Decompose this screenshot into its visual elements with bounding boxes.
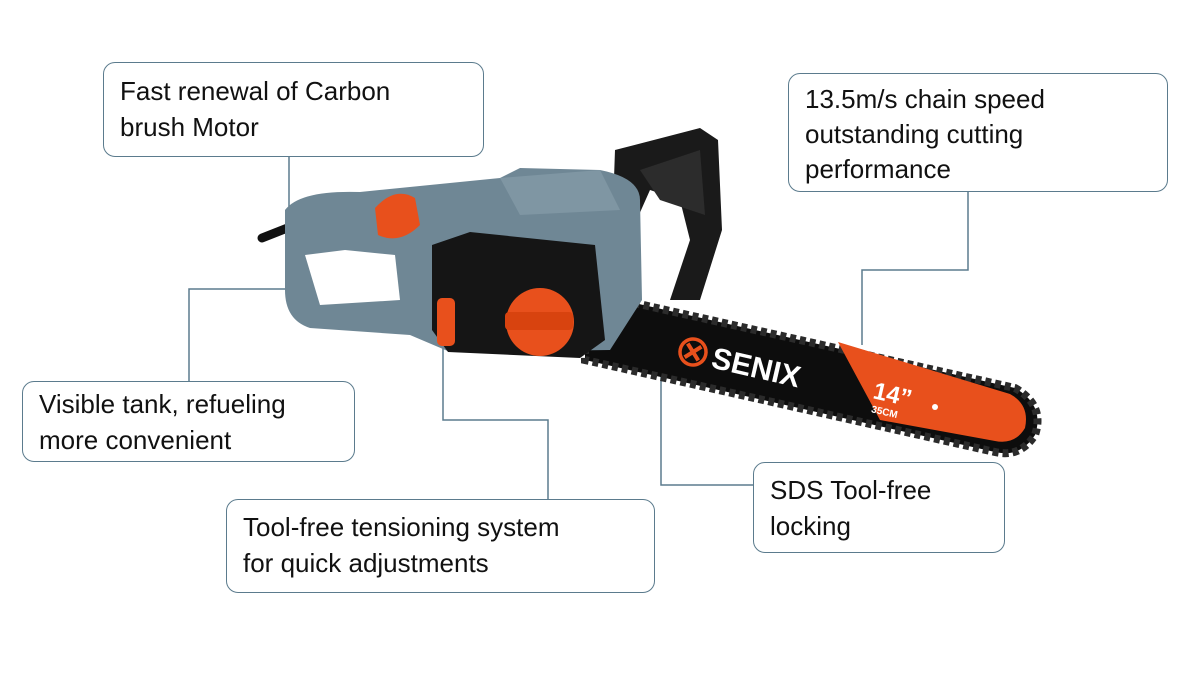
callout-text: Tool-free tensioning system bbox=[243, 512, 560, 542]
callout-chain-speed: 13.5m/s chain speed outstanding cutting … bbox=[788, 73, 1168, 192]
callout-motor: Fast renewal of Carbon brush Motor bbox=[103, 62, 484, 157]
callout-text: for quick adjustments bbox=[243, 548, 489, 578]
tensioning-wheel bbox=[437, 298, 455, 346]
sds-knob-lever bbox=[505, 312, 573, 330]
handle-grip-texture bbox=[640, 150, 705, 215]
leader-line-chain-speed bbox=[861, 192, 969, 345]
guide-bar-tip bbox=[838, 342, 1026, 442]
callout-text: SDS Tool-free bbox=[770, 475, 932, 505]
rear-handle-opening bbox=[305, 250, 400, 305]
callout-tank: Visible tank, refueling more convenient bbox=[22, 381, 355, 462]
callout-text: outstanding cutting bbox=[805, 119, 1024, 149]
callout-text: 13.5m/s chain speed bbox=[805, 84, 1045, 114]
callout-text: Fast renewal of Carbon bbox=[120, 76, 391, 106]
housing-highlight bbox=[500, 170, 620, 215]
callout-text: more convenient bbox=[39, 425, 232, 455]
callout-text: locking bbox=[770, 511, 851, 541]
callout-text: performance bbox=[805, 154, 951, 184]
bar-rivet bbox=[932, 404, 938, 410]
callout-sds: SDS Tool-free locking bbox=[753, 462, 1005, 553]
callout-text: Visible tank, refueling bbox=[39, 389, 286, 419]
brush-cap-knob bbox=[375, 193, 420, 239]
leader-line-tensioning bbox=[442, 345, 549, 499]
callout-tensioning: Tool-free tensioning system for quick ad… bbox=[226, 499, 655, 593]
callout-text: brush Motor bbox=[120, 112, 259, 142]
